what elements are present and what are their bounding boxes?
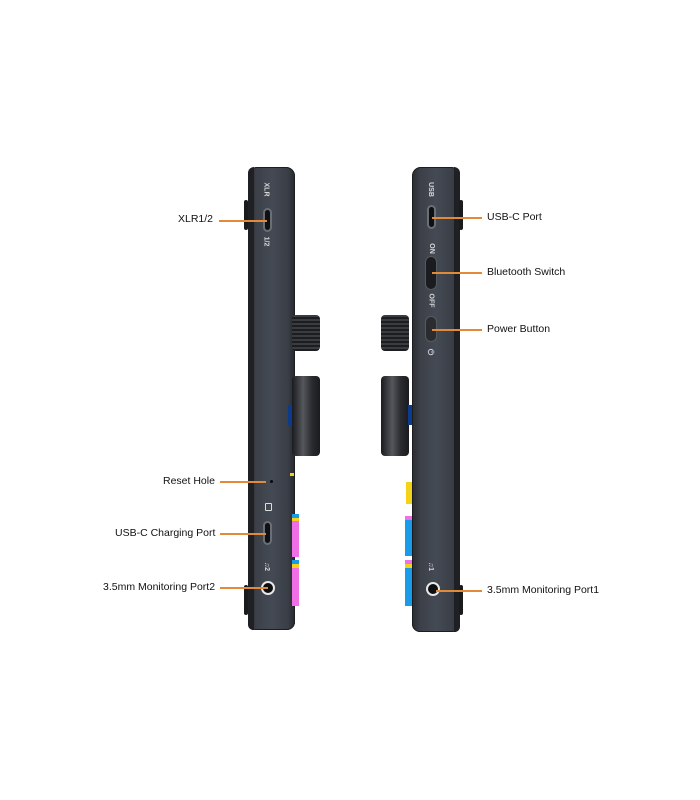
left-wheel-icon xyxy=(292,376,320,456)
xlr-engraving: XLR xyxy=(262,182,270,197)
leader-line-xlr xyxy=(219,220,267,222)
leader-line-usbc xyxy=(432,217,482,219)
right-color-tab-yellow xyxy=(406,482,412,504)
left-color-tab-magenta-2 xyxy=(292,568,299,606)
label-bluetooth-switch: Bluetooth Switch xyxy=(487,266,566,278)
left-color-tab-yellow-2 xyxy=(292,518,299,521)
battery-icon xyxy=(265,503,272,511)
right-color-tab-cyan xyxy=(405,520,412,556)
right-color-tab-blue xyxy=(408,405,412,425)
xlr-channel-engraving: 1/2 xyxy=(262,236,270,247)
left-color-tab-cyan-2 xyxy=(292,560,299,564)
left-color-tab-magenta xyxy=(292,521,299,557)
label-monitoring-port-2: 3.5mm Monitoring Port2 xyxy=(103,581,216,593)
right-knob-icon xyxy=(381,315,409,351)
leader-line-usbc-charging xyxy=(220,533,266,535)
right-device-side-button-2 xyxy=(459,585,463,615)
leader-line-power xyxy=(432,329,482,331)
headphone-1-engraving: ♫1 xyxy=(427,561,435,572)
leader-line-monitoring-1 xyxy=(436,590,482,592)
monitoring-port-1-jack[interactable] xyxy=(426,582,440,596)
label-xlr: XLR1/2 xyxy=(178,213,214,225)
label-reset-hole: Reset Hole xyxy=(163,475,215,487)
off-engraving: OFF xyxy=(427,293,435,308)
left-device-side-button-2 xyxy=(244,585,248,615)
reset-hole[interactable] xyxy=(270,480,273,483)
leader-line-reset xyxy=(220,481,266,483)
power-symbol-icon: ⏻ xyxy=(426,348,436,356)
label-usbc-charging: USB-C Charging Port xyxy=(115,527,216,539)
right-color-tab-magenta-2 xyxy=(405,560,412,564)
right-color-tab-cyan-2 xyxy=(405,568,412,606)
right-wheel-icon xyxy=(381,376,409,456)
label-power-button: Power Button xyxy=(487,323,551,335)
left-color-tab-yellow xyxy=(290,473,294,476)
leader-line-monitoring-2 xyxy=(220,587,268,589)
left-color-tab-cyan xyxy=(292,514,299,518)
label-usbc-port: USB-C Port xyxy=(487,211,542,223)
leader-line-bluetooth xyxy=(432,272,482,274)
label-monitoring-port-1: 3.5mm Monitoring Port1 xyxy=(487,584,600,596)
right-device-side-button xyxy=(459,200,463,230)
left-color-tab-yellow-3 xyxy=(292,564,299,568)
left-color-tab-blue xyxy=(288,405,292,425)
right-color-tab-yellow-2 xyxy=(405,564,412,568)
headphone-2-engraving: ♫2 xyxy=(263,561,271,572)
left-device-side-button xyxy=(244,200,248,230)
on-engraving: ON xyxy=(427,243,435,254)
right-color-tab-magenta xyxy=(405,516,412,520)
left-knob-icon xyxy=(292,315,320,351)
usb-engraving: USB xyxy=(426,182,434,197)
right-device-body xyxy=(412,167,460,632)
left-device-body xyxy=(248,167,295,630)
